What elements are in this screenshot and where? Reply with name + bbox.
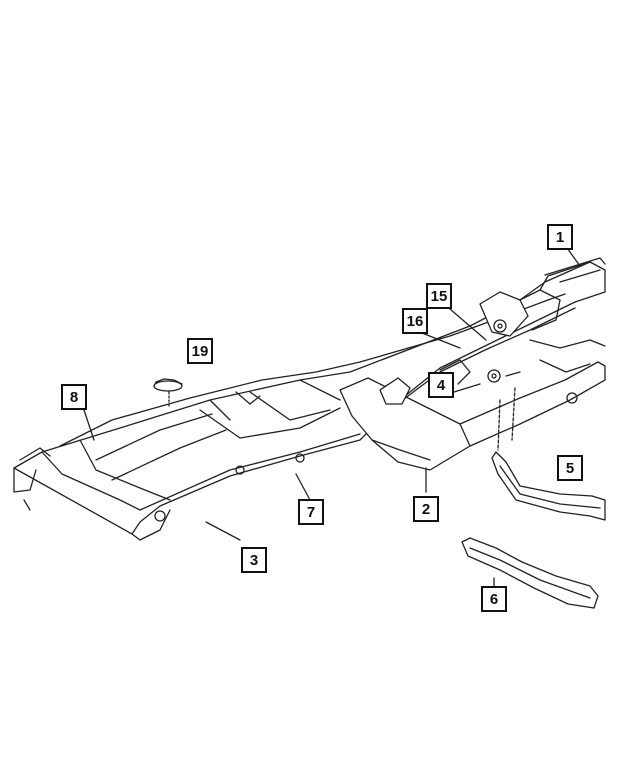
callout-3: 3 xyxy=(241,547,267,573)
callout-1: 1 xyxy=(547,224,573,250)
callout-4: 4 xyxy=(428,372,454,398)
leader-lines xyxy=(83,247,581,595)
brace-part-5 xyxy=(491,387,606,521)
main-frame-part xyxy=(13,257,606,541)
brace-part-6 xyxy=(461,537,599,609)
callout-6: 6 xyxy=(481,586,507,612)
callout-19: 19 xyxy=(187,338,213,364)
insulator-part xyxy=(153,378,183,409)
callout-5: 5 xyxy=(557,455,583,481)
callout-7: 7 xyxy=(298,499,324,525)
callout-8: 8 xyxy=(61,384,87,410)
callout-2: 2 xyxy=(413,496,439,522)
callout-15: 15 xyxy=(426,283,452,309)
callout-16: 16 xyxy=(402,308,428,334)
